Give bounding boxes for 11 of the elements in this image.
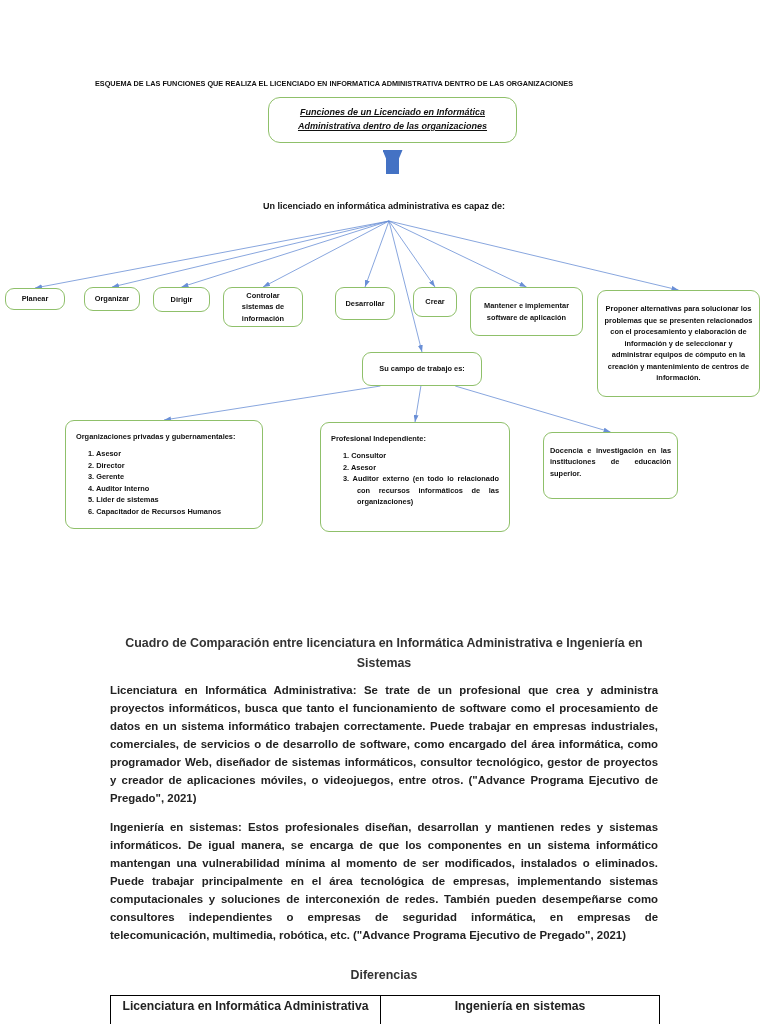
block-arrow bbox=[382, 150, 403, 174]
list-card bbox=[320, 422, 510, 532]
body-paragraph: Ingeniería en sistemas: Estos profesionales diseñan, desarrollan y mantienen redes y sistemas informáticos. De igual manera, se encarga de que los componentes en un sistema informático mantengan una vulnerabilidad mínima al momento de ser modificados, instalados o eliminados. Puede trabajar principalmente en el área tecnológica de empresas, implementando sistemas computacionales y soluciones de interconexión de redes. También pueden desempeñarse como consultores independientes o empresas de seguridad informática, en empresas de telecomunicación, multimedia, robótica, etc. ("Advance Programa Ejecutivo de Pregado", 2021) bbox=[110, 820, 658, 944]
body-paragraph: Licenciatura en Informática Administrativa: Se trate de un profesional que crea y administra proyectos informáticos, busca que tanto el funcionamiento de software como el procesamiento de datos en un sistema informático trabajen correctamente. Puede trabajar en empresas industriales, comerciales, de servicios o de desarrollo de software, como encargado del área informática, como programador Web, diseñador de sistemas informáticos, consultor tecnológico, gestor de proyectos y creador de aplicaciones móviles, o videojuegos, entre otros. ("Advance Programa Ejecutivo de Pregado", 2021) bbox=[110, 683, 658, 807]
list-card bbox=[65, 420, 263, 529]
heading-text: Cuadro de Comparación entre licenciatura en Informática Administrativa e Ingeniería en Sistemas bbox=[124, 635, 644, 672]
title-box: Funciones de un Licenciado en Informática Administrativa dentro de las organizaciones bbox=[268, 97, 517, 143]
text-label: Un licenciado en informática administrativa es capaz de: bbox=[250, 199, 518, 215]
heading-text: Diferencias bbox=[349, 968, 419, 982]
table-header-cell-text: Ingeniería en sistemas bbox=[453, 998, 587, 1015]
table-header-cell: Licenciatura en Informática Administrativa bbox=[111, 996, 381, 1024]
